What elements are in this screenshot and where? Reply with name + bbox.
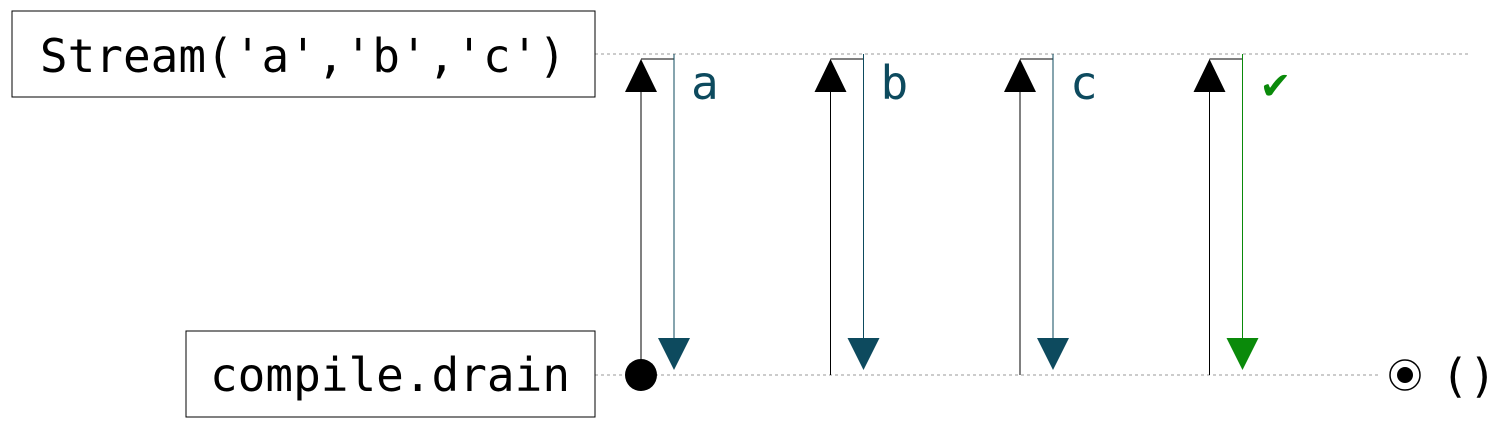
emission-arrowhead	[1037, 338, 1069, 370]
source-box: Stream('a','b','c')	[11, 10, 596, 98]
result-label: ()	[1441, 349, 1496, 403]
emission-label: b	[881, 56, 909, 110]
request-arrowhead	[1004, 59, 1036, 92]
completion-marker	[1389, 359, 1421, 391]
emissions: a b c ✔	[625, 54, 1291, 375]
emission-3: ✔	[1193, 54, 1292, 375]
emission-2: c	[1004, 54, 1098, 375]
emission-1: b	[814, 54, 909, 375]
emission-label: c	[1070, 56, 1098, 110]
request-arrowhead	[814, 59, 847, 92]
source-label: Stream('a','b','c')	[40, 29, 566, 83]
emission-arrowhead	[847, 338, 880, 370]
start-dot	[625, 359, 657, 391]
emission-label: ✔	[1260, 64, 1292, 108]
emission-arrowhead	[658, 338, 690, 370]
emission-arrowhead	[1226, 338, 1259, 370]
emission-label: a	[691, 56, 719, 110]
request-arrowhead	[1193, 59, 1226, 92]
sink-box: compile.drain	[185, 330, 596, 418]
emission-0: a	[625, 54, 719, 375]
sink-label: compile.drain	[210, 348, 570, 402]
request-arrowhead	[625, 59, 657, 92]
